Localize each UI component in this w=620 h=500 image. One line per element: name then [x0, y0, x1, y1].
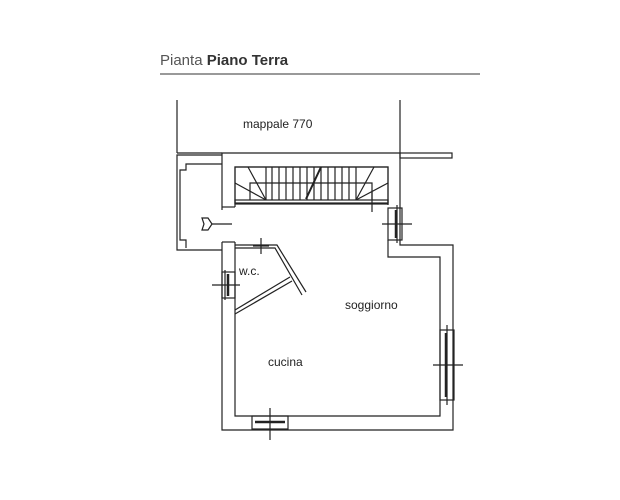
parcel-boundary	[176, 100, 453, 159]
entrance-door	[201, 217, 232, 231]
title-floor: Piano Terra	[206, 52, 289, 69]
staircase	[234, 166, 389, 212]
annex-left	[176, 154, 222, 251]
wc-partitions	[234, 238, 307, 315]
title-prefix: Pianta	[160, 52, 203, 69]
label-wc: w.c.	[238, 264, 260, 278]
label-kitchen: cucina	[268, 355, 303, 369]
label-parcel: mappale 770	[243, 117, 313, 131]
label-living-room: soggiorno	[345, 298, 398, 312]
title-underline	[160, 73, 480, 75]
windows	[212, 205, 463, 440]
plan-title: Pianta Piano Terra	[160, 52, 288, 69]
